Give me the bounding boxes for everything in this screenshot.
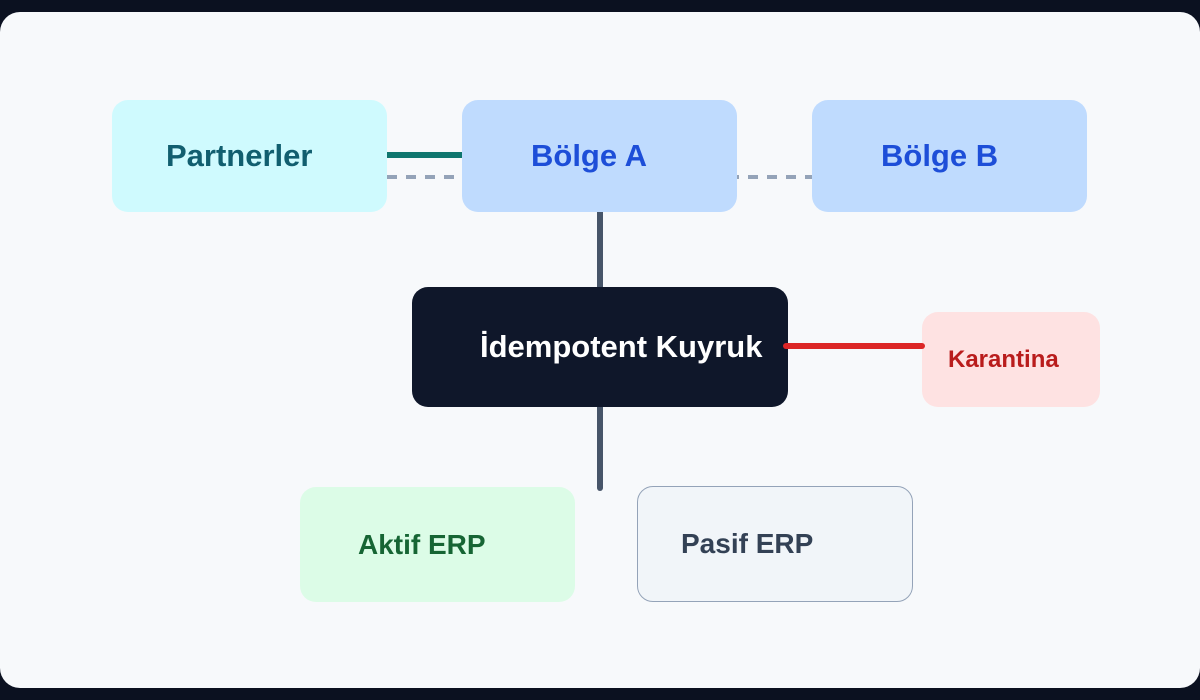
node-erp-passive-label: Pasif ERP	[681, 528, 814, 559]
node-region-a-label: Bölge A	[531, 138, 647, 173]
node-erp-passive: Pasif ERP	[637, 486, 913, 602]
node-idempotent-queue: İdempotent Kuyruk	[412, 287, 788, 407]
node-quarantine-label: Karantina	[948, 345, 1059, 373]
node-idempotent-queue-label: İdempotent Kuyruk	[480, 329, 763, 364]
diagram-connectors-front	[783, 343, 925, 349]
node-region-a: Bölge A	[462, 100, 737, 212]
node-erp-active: Aktif ERP	[300, 487, 575, 602]
node-region-b: Bölge B	[812, 100, 1087, 212]
node-erp-active-label: Aktif ERP	[358, 528, 486, 560]
diagram-canvas: Partnerler Bölge A Bölge B İdempotent Ku…	[0, 12, 1200, 688]
node-partners-label: Partnerler	[166, 138, 313, 173]
node-partners: Partnerler	[112, 100, 387, 212]
node-region-b-label: Bölge B	[881, 138, 999, 173]
node-quarantine: Karantina	[922, 312, 1100, 407]
